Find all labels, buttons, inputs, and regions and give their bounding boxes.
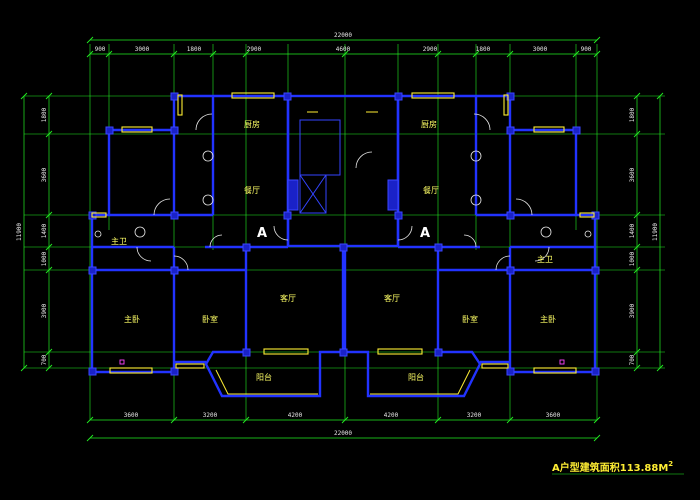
right-seg-dim: 3900 bbox=[629, 303, 636, 318]
walls bbox=[90, 94, 597, 398]
left-seg-dim: 700 bbox=[41, 354, 48, 365]
top-seg-dim: 1800 bbox=[187, 46, 202, 53]
room-label-second-bed: 卧室 bbox=[462, 314, 478, 324]
left-seg-dim: 1800 bbox=[41, 107, 48, 122]
fixtures bbox=[94, 150, 592, 365]
top-seg-dim: 3000 bbox=[135, 46, 150, 53]
left-seg-dim: 1400 bbox=[41, 223, 48, 238]
unit-mark-a: A bbox=[257, 226, 267, 241]
bottom-seg-dim: 3200 bbox=[203, 412, 218, 419]
unit-mark-a: A bbox=[420, 226, 430, 241]
bottom-seg-dim: 3600 bbox=[124, 412, 139, 419]
bottom-seg-dim: 4200 bbox=[384, 412, 399, 419]
room-label-master-bed: 主卧 bbox=[540, 314, 556, 324]
left-seg-dim: 3900 bbox=[41, 303, 48, 318]
right-seg-dim: 3600 bbox=[629, 167, 636, 182]
room-label-second-bed: 卧室 bbox=[202, 314, 218, 324]
right-dimension-chain bbox=[633, 92, 664, 372]
top-seg-dim: 3000 bbox=[533, 46, 548, 53]
top-dimension-chain bbox=[86, 36, 601, 58]
room-label-dining: 餐厅 bbox=[244, 186, 260, 195]
right-overall-dim: 11900 bbox=[652, 223, 659, 241]
right-seg-dim: 1400 bbox=[629, 223, 636, 238]
right-seg-dim: 700 bbox=[629, 354, 636, 365]
top-seg-dim: 900 bbox=[581, 46, 592, 53]
left-seg-dim: 3600 bbox=[41, 167, 48, 182]
room-label-dining: 餐厅 bbox=[423, 186, 439, 195]
right-seg-dim: 1000 bbox=[629, 251, 636, 266]
room-label-master-bath: 主卫 bbox=[111, 236, 127, 246]
plan-title-superscript: 2 bbox=[668, 460, 673, 468]
left-dimension-chain bbox=[20, 92, 53, 372]
bottom-seg-dim: 4200 bbox=[288, 412, 303, 419]
top-seg-dim: 900 bbox=[95, 46, 106, 53]
room-label-living: 客厅 bbox=[280, 293, 296, 303]
doors bbox=[136, 113, 550, 271]
bottom-dimension-chain bbox=[86, 416, 601, 442]
top-seg-dim: 2900 bbox=[423, 46, 438, 53]
room-label-balcony: 阳台 bbox=[256, 372, 272, 382]
left-seg-dim: 1000 bbox=[41, 251, 48, 266]
right-seg-dim: 1800 bbox=[629, 107, 636, 122]
room-label-master-bath: 主卫 bbox=[537, 254, 553, 264]
windows bbox=[91, 92, 595, 395]
top-seg-dim: 1800 bbox=[476, 46, 491, 53]
bottom-overall-dim: 22000 bbox=[334, 430, 352, 437]
room-label-living: 客厅 bbox=[384, 293, 400, 303]
room-label-kitchen: 厨房 bbox=[421, 119, 437, 129]
top-overall-dim: 22000 bbox=[334, 32, 352, 39]
left-overall-dim: 11900 bbox=[16, 223, 23, 241]
plan-title-text: A户型建筑面积113.88M bbox=[552, 461, 668, 474]
room-label-master-bed: 主卧 bbox=[124, 314, 140, 324]
bottom-seg-dim: 3200 bbox=[467, 412, 482, 419]
top-seg-dim: 2900 bbox=[247, 46, 262, 53]
room-label-kitchen: 厨房 bbox=[244, 119, 260, 129]
top-seg-dim: 4600 bbox=[336, 46, 351, 53]
wall-pillars bbox=[88, 92, 600, 376]
bottom-seg-dim: 3600 bbox=[546, 412, 561, 419]
plan-title: A户型建筑面积113.88M2 bbox=[552, 460, 673, 474]
room-label-balcony: 阳台 bbox=[408, 372, 424, 382]
